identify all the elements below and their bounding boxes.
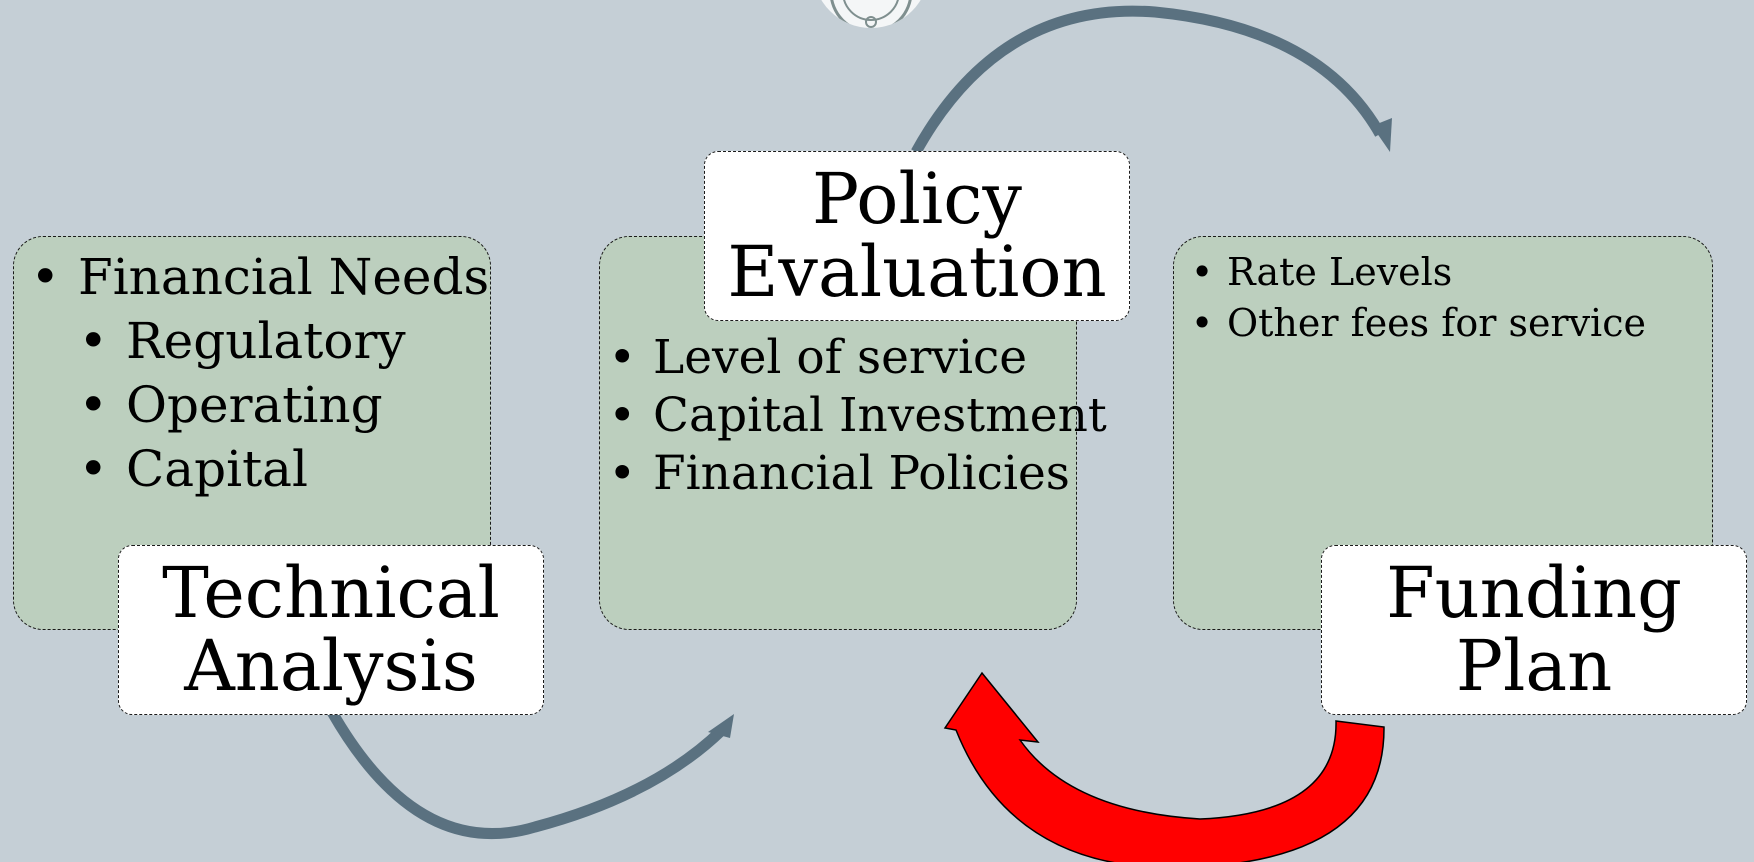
list-item: Financial Needs (30, 245, 489, 309)
list-item: Level of service (608, 329, 1107, 387)
list-item: Rate Levels (1191, 247, 1646, 298)
policy-to-funding-arrow (911, 5, 1392, 155)
technical-analysis-title-line1: Technical (162, 551, 500, 634)
technical-to-policy-arrow (327, 709, 734, 840)
policy-evaluation-title-line1: Policy (812, 157, 1022, 240)
list-item: Financial Policies (608, 445, 1107, 503)
funding-plan-title: Funding Plan (1321, 545, 1747, 715)
technical-analysis-list: Financial Needs Regulatory Operating Cap… (30, 245, 489, 501)
funding-plan-title-line1: Funding (1386, 551, 1682, 634)
policy-evaluation-title: Policy Evaluation (704, 151, 1130, 321)
funding-plan-list: Rate Levels Other fees for service (1191, 247, 1646, 349)
funding-plan-title-line2: Plan (1455, 625, 1613, 707)
policy-evaluation-title-line2: Evaluation (727, 231, 1107, 313)
seal-logo-icon (830, 0, 912, 28)
list-item: Capital (78, 437, 489, 501)
list-item: Operating (78, 373, 489, 437)
technical-analysis-title-line2: Analysis (184, 625, 478, 707)
funding-to-policy-feedback-arrow (943, 671, 1385, 862)
list-item: Regulatory (78, 309, 489, 373)
list-item: Other fees for service (1191, 298, 1646, 349)
technical-analysis-title: Technical Analysis (118, 545, 544, 715)
policy-evaluation-panel: Level of service Capital Investment Fina… (599, 236, 1107, 630)
list-item: Capital Investment (608, 387, 1106, 445)
policy-evaluation-list: Level of service Capital Investment Fina… (608, 329, 1107, 503)
